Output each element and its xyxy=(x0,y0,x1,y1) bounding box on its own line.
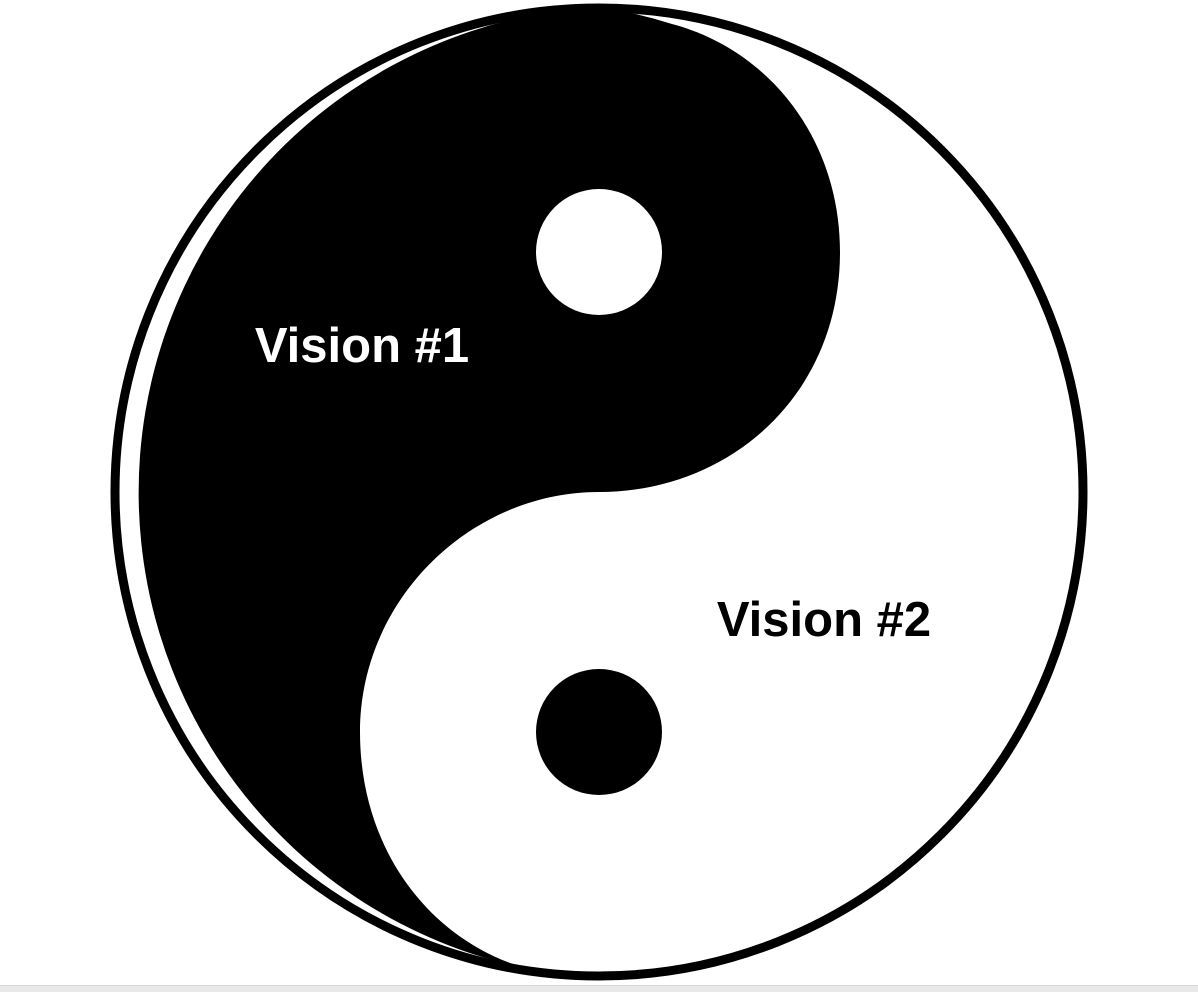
vision-1-label: Vision #1 xyxy=(255,319,469,373)
dark-dot xyxy=(536,669,662,795)
dark-half xyxy=(138,7,841,968)
light-dot xyxy=(536,189,662,315)
bottom-divider xyxy=(0,985,1198,992)
vision-2-label: Vision #2 xyxy=(717,593,931,647)
